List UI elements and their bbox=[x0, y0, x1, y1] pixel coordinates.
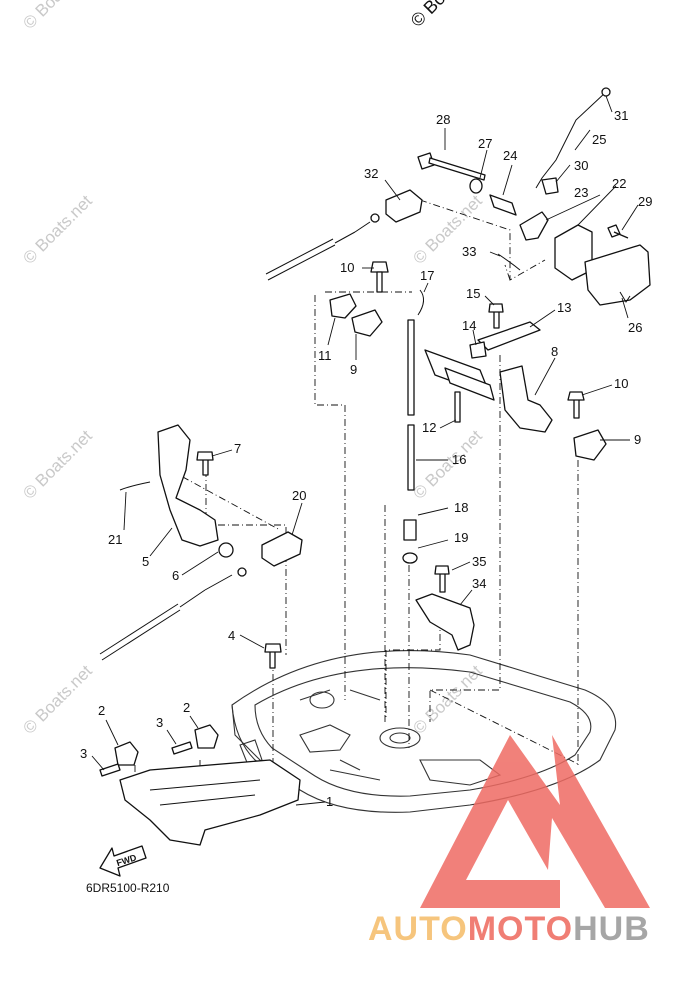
callout-11: 11 bbox=[318, 348, 332, 363]
callout-16: 16 bbox=[452, 452, 466, 467]
callout-9b: 9 bbox=[634, 432, 641, 447]
callout-3b: 3 bbox=[156, 715, 163, 730]
watermark-6: © Boats.net bbox=[409, 426, 486, 503]
callout-14: 14 bbox=[462, 318, 476, 333]
watermark-7: © Boats.net bbox=[409, 661, 486, 738]
part-screw-3-right bbox=[171, 741, 193, 755]
callout-34: 34 bbox=[472, 576, 486, 591]
callout-21: 21 bbox=[108, 532, 122, 547]
part-pin-33 bbox=[497, 253, 521, 271]
part-bolt-15 bbox=[488, 303, 504, 329]
part-clip-30 bbox=[541, 177, 559, 195]
callout-2a: 2 bbox=[98, 703, 105, 718]
part-rod-16b bbox=[407, 424, 415, 491]
part-bolt-4 bbox=[264, 643, 282, 669]
part-screw-29 bbox=[607, 224, 629, 239]
callout-33: 33 bbox=[462, 244, 476, 259]
diagram-code: 6DR5100-R210 bbox=[86, 881, 170, 895]
callout-17: 17 bbox=[420, 268, 434, 283]
callout-1: 1 bbox=[326, 794, 333, 809]
callout-9a: 9 bbox=[350, 362, 357, 377]
part-bracket-11 bbox=[329, 293, 357, 319]
brand-moto: MOTO bbox=[468, 910, 573, 948]
callout-6: 6 bbox=[172, 568, 179, 583]
brand-name: AUTOMOTOHUB bbox=[368, 910, 650, 948]
copyright-mark: © Bo bbox=[407, 0, 450, 31]
part-collar-24 bbox=[489, 194, 517, 216]
part-clip-17 bbox=[417, 289, 424, 316]
part-washer-27 bbox=[469, 178, 483, 194]
watermark-1: © Boats.net bbox=[19, 0, 96, 33]
brand-hub: HUB bbox=[573, 910, 650, 948]
part-screw-3-left bbox=[99, 763, 121, 777]
part-bolt-10-right bbox=[567, 391, 585, 419]
callout-13: 13 bbox=[557, 300, 571, 315]
callout-numbers: 1 2 2 3 3 4 5 6 7 8 9 9 10 10 11 12 13 1… bbox=[80, 108, 652, 809]
part-clip-14 bbox=[469, 341, 487, 359]
callout-29: 29 bbox=[638, 194, 652, 209]
part-collar-18 bbox=[403, 519, 417, 541]
callout-25: 25 bbox=[592, 132, 606, 147]
part-clip-2-right bbox=[194, 724, 219, 749]
part-rod-25 bbox=[535, 91, 607, 189]
watermarks: © Boats.net © Boats.net © Boats.net © Bo… bbox=[19, 0, 486, 738]
callout-2b: 2 bbox=[183, 700, 190, 715]
part-bracket-34 bbox=[415, 593, 475, 651]
callout-19: 19 bbox=[454, 530, 468, 545]
part-joint-32 bbox=[385, 189, 423, 223]
throttle-cable bbox=[265, 213, 380, 281]
part-washer-6 bbox=[218, 542, 234, 558]
callout-22: 22 bbox=[612, 176, 626, 191]
callout-leaders bbox=[91, 95, 639, 806]
part-bolt-35 bbox=[434, 565, 450, 593]
brand-auto: AUTO bbox=[368, 910, 468, 948]
part-bolt-28 bbox=[417, 152, 486, 181]
callout-20: 20 bbox=[292, 488, 306, 503]
part-pin-21 bbox=[119, 481, 151, 491]
callout-28: 28 bbox=[436, 112, 450, 127]
part-bracket-9-upper bbox=[351, 309, 383, 337]
callout-5: 5 bbox=[142, 554, 149, 569]
callout-12: 12 bbox=[422, 420, 436, 435]
watermark-2: © Boats.net bbox=[19, 191, 96, 268]
callout-10b: 10 bbox=[614, 376, 628, 391]
callout-27: 27 bbox=[478, 136, 492, 151]
shaft-assembly bbox=[424, 349, 495, 423]
fwd-arrow: FWD bbox=[99, 845, 147, 877]
watermark-3: © Boats.net bbox=[19, 426, 96, 503]
callout-18: 18 bbox=[454, 500, 468, 515]
part-lever-8 bbox=[499, 365, 553, 433]
part-bracket-9-right bbox=[573, 429, 607, 461]
callout-8: 8 bbox=[551, 344, 558, 359]
callout-30: 30 bbox=[574, 158, 588, 173]
brand-logo-mark bbox=[420, 735, 650, 908]
callout-31: 31 bbox=[614, 108, 628, 123]
callout-4: 4 bbox=[228, 628, 235, 643]
part-nut-19 bbox=[402, 552, 418, 564]
part-joint-20 bbox=[261, 531, 303, 567]
callout-24: 24 bbox=[503, 148, 517, 163]
callout-32: 32 bbox=[364, 166, 378, 181]
callout-23: 23 bbox=[574, 185, 588, 200]
part-rod-16 bbox=[407, 319, 415, 416]
callout-26: 26 bbox=[628, 320, 642, 335]
part-end-31 bbox=[601, 87, 611, 97]
watermark-4: © Boats.net bbox=[19, 661, 96, 738]
brand-logo bbox=[420, 735, 650, 908]
part-bolt-7 bbox=[196, 451, 214, 476]
part-lever-5 bbox=[157, 424, 219, 547]
part-bolt-10-upper bbox=[370, 261, 389, 293]
shift-cable bbox=[99, 567, 247, 661]
part-bracket-1 bbox=[119, 759, 301, 846]
callout-10a: 10 bbox=[340, 260, 354, 275]
part-plate-26 bbox=[584, 244, 651, 306]
callout-15: 15 bbox=[466, 286, 480, 301]
callout-7: 7 bbox=[234, 441, 241, 456]
part-clip-2-left bbox=[114, 741, 139, 766]
part-arm-23 bbox=[519, 211, 549, 241]
callout-35: 35 bbox=[472, 554, 486, 569]
callout-3a: 3 bbox=[80, 746, 87, 761]
